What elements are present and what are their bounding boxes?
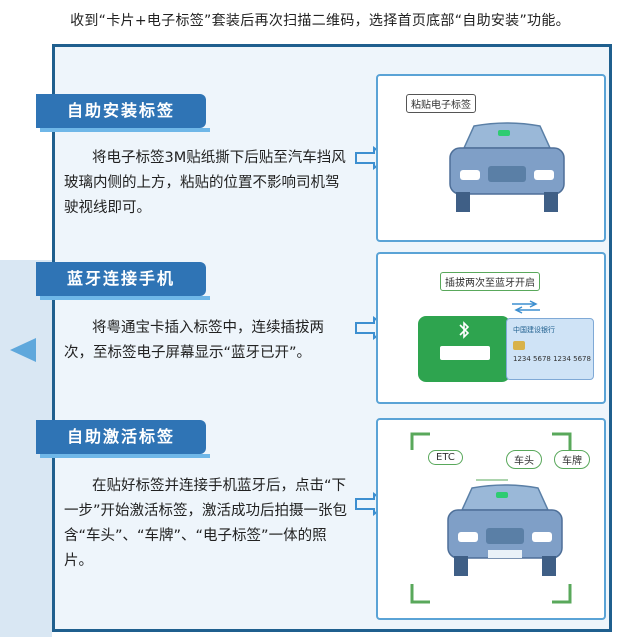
- tag-car-head: 车头: [506, 450, 542, 469]
- card-number: 1234 5678 1234 5678: [513, 355, 591, 363]
- step2-description: 将粤通宝卡插入标签中，连续插拔两次，至标签电子屏幕显示“蓝牙已开”。: [64, 320, 324, 361]
- step3-description: 在贴好标签并连接手机蓝牙后，点击“下一步”开始激活标签，激活成功后拍摄一张包含“…: [64, 478, 348, 569]
- step2-header-underline: [40, 296, 210, 300]
- bank-name: 中国建设银行: [513, 326, 555, 334]
- tag-etc: ETC: [428, 450, 463, 465]
- car-front-icon: [449, 122, 565, 212]
- step3-title: 自助激活标签: [36, 420, 206, 454]
- step3-header-underline: [40, 454, 210, 458]
- swap-arrows-icon: [512, 300, 540, 314]
- tag-license-plate: 车牌: [554, 450, 590, 469]
- step1-title: 自助安装标签: [36, 94, 206, 128]
- step2-title: 蓝牙连接手机: [36, 262, 206, 296]
- card-chip: [513, 341, 525, 350]
- bank-card: 中国建设银行 1234 5678 1234 5678: [506, 318, 594, 380]
- car-front-icon: [447, 479, 563, 576]
- step1-image-card: 粘贴电子标签: [376, 74, 606, 242]
- camera-frame-icon: [410, 432, 572, 604]
- device-screen: [440, 346, 490, 360]
- step1-description: 将电子标签3M贴纸撕下后贴至汽车挡风玻璃内侧的上方，粘贴的位置不影响司机驾驶视线…: [64, 150, 346, 216]
- left-triangle-icon: [10, 338, 36, 362]
- top-instruction: 收到“卡片+电子标签”套装后再次扫描二维码，选择首页底部“自助安装”功能。: [70, 13, 570, 29]
- step2-image-tag: 插拔两次至蓝牙开启: [440, 272, 540, 291]
- step1-header-underline: [40, 128, 210, 132]
- step1-image-tag: 粘贴电子标签: [406, 94, 476, 113]
- step3-image-card: ETC 车头 车牌: [376, 418, 606, 620]
- bluetooth-icon: [459, 321, 470, 339]
- step2-image-card: 插拔两次至蓝牙开启 中国建设银行 1234 5678 1234 5678: [376, 252, 606, 404]
